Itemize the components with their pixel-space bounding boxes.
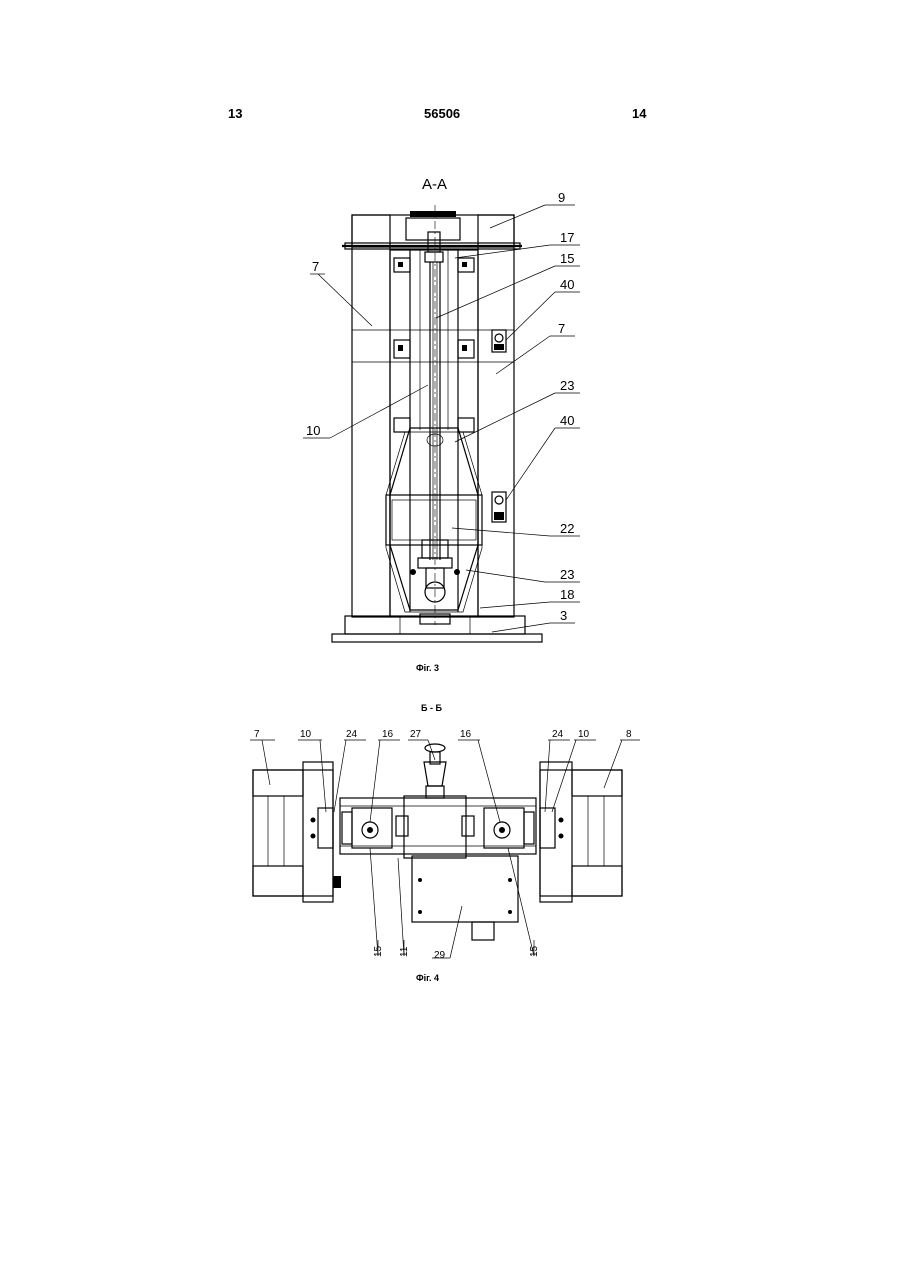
- beam-11: [340, 796, 536, 858]
- label-10-right: 10: [578, 729, 590, 740]
- label-24-left: 24: [346, 729, 358, 740]
- top-cap: [352, 215, 514, 247]
- label-18: 18: [560, 587, 574, 602]
- motor-box-29: [412, 856, 518, 940]
- carriage: [386, 428, 482, 612]
- section-label-b-b: Б - Б: [421, 703, 442, 713]
- label-15-left: 15: [373, 945, 384, 957]
- label-9: 9: [558, 190, 565, 205]
- label-16-right: 16: [460, 729, 472, 740]
- block-7: [253, 762, 341, 902]
- label-24-right: 24: [552, 729, 564, 740]
- latch-upper: [492, 330, 506, 352]
- label-7-fig4: 7: [254, 729, 260, 740]
- block-8: [540, 762, 622, 902]
- label-15: 15: [560, 251, 574, 266]
- label-22: 22: [560, 521, 574, 536]
- fitting-27: [424, 744, 446, 798]
- base-plate: [332, 634, 542, 642]
- label-23-lower: 23: [560, 567, 574, 582]
- label-11: 11: [399, 946, 410, 957]
- label-8: 8: [626, 729, 632, 740]
- label-7-left: 7: [312, 259, 319, 274]
- label-29: 29: [434, 950, 446, 961]
- label-40-lower: 40: [560, 413, 574, 428]
- figure-4-caption: Фіг. 4: [416, 973, 439, 983]
- figure-3-drawing: А-А: [303, 176, 580, 642]
- label-10: 10: [306, 423, 320, 438]
- label-7-right: 7: [558, 321, 565, 336]
- figure-4-drawing: 7 10 24 16 27 16 24 10 8 15 11 29 15: [250, 729, 640, 961]
- clamp-left: [342, 808, 392, 848]
- clamp-right: [484, 808, 534, 848]
- label-16-left: 16: [382, 729, 394, 740]
- label-40-upper: 40: [560, 277, 574, 292]
- latch-lower: [492, 492, 506, 522]
- section-label-a-a: А-А: [422, 176, 447, 193]
- fig4-leaders: [250, 740, 640, 958]
- label-23-upper: 23: [560, 378, 574, 393]
- label-27: 27: [410, 729, 422, 740]
- label-3: 3: [560, 608, 567, 623]
- label-10-left: 10: [300, 729, 312, 740]
- figure-3-caption: Фіг. 3: [416, 663, 439, 673]
- label-17: 17: [560, 230, 574, 245]
- label-15-right: 15: [529, 945, 540, 957]
